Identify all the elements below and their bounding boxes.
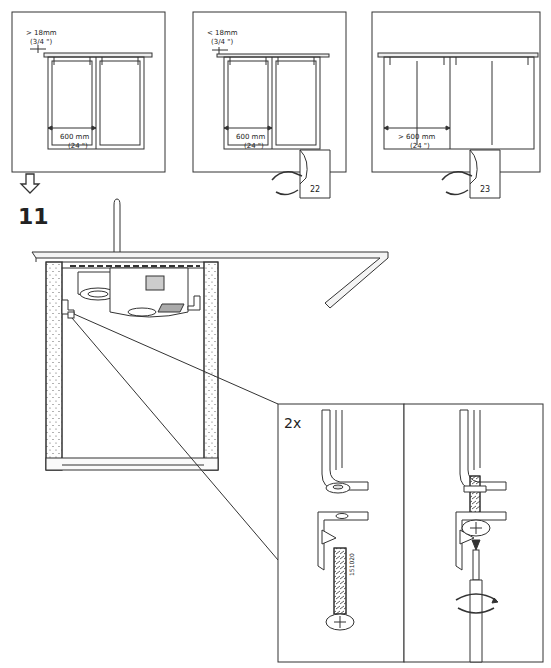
dimension: 600 mm: [60, 134, 89, 141]
dimension: 600 mm: [236, 134, 265, 141]
step-number: 11: [18, 206, 49, 228]
dimension: > 600 mm: [398, 134, 435, 141]
page-ref: 22: [310, 186, 320, 194]
dimension: (24 "): [68, 143, 88, 150]
dimension: (3/4 "): [30, 39, 52, 46]
dimension: > 18mm: [26, 30, 57, 37]
quantity: 2x: [284, 416, 301, 430]
dimension: (3/4 "): [211, 39, 233, 46]
dimension: (24 "): [244, 143, 264, 150]
dimension: (24 "): [410, 143, 430, 150]
part-number: 151020: [349, 553, 355, 576]
page-ref: 23: [480, 186, 490, 194]
dimension: < 18mm: [207, 30, 238, 37]
